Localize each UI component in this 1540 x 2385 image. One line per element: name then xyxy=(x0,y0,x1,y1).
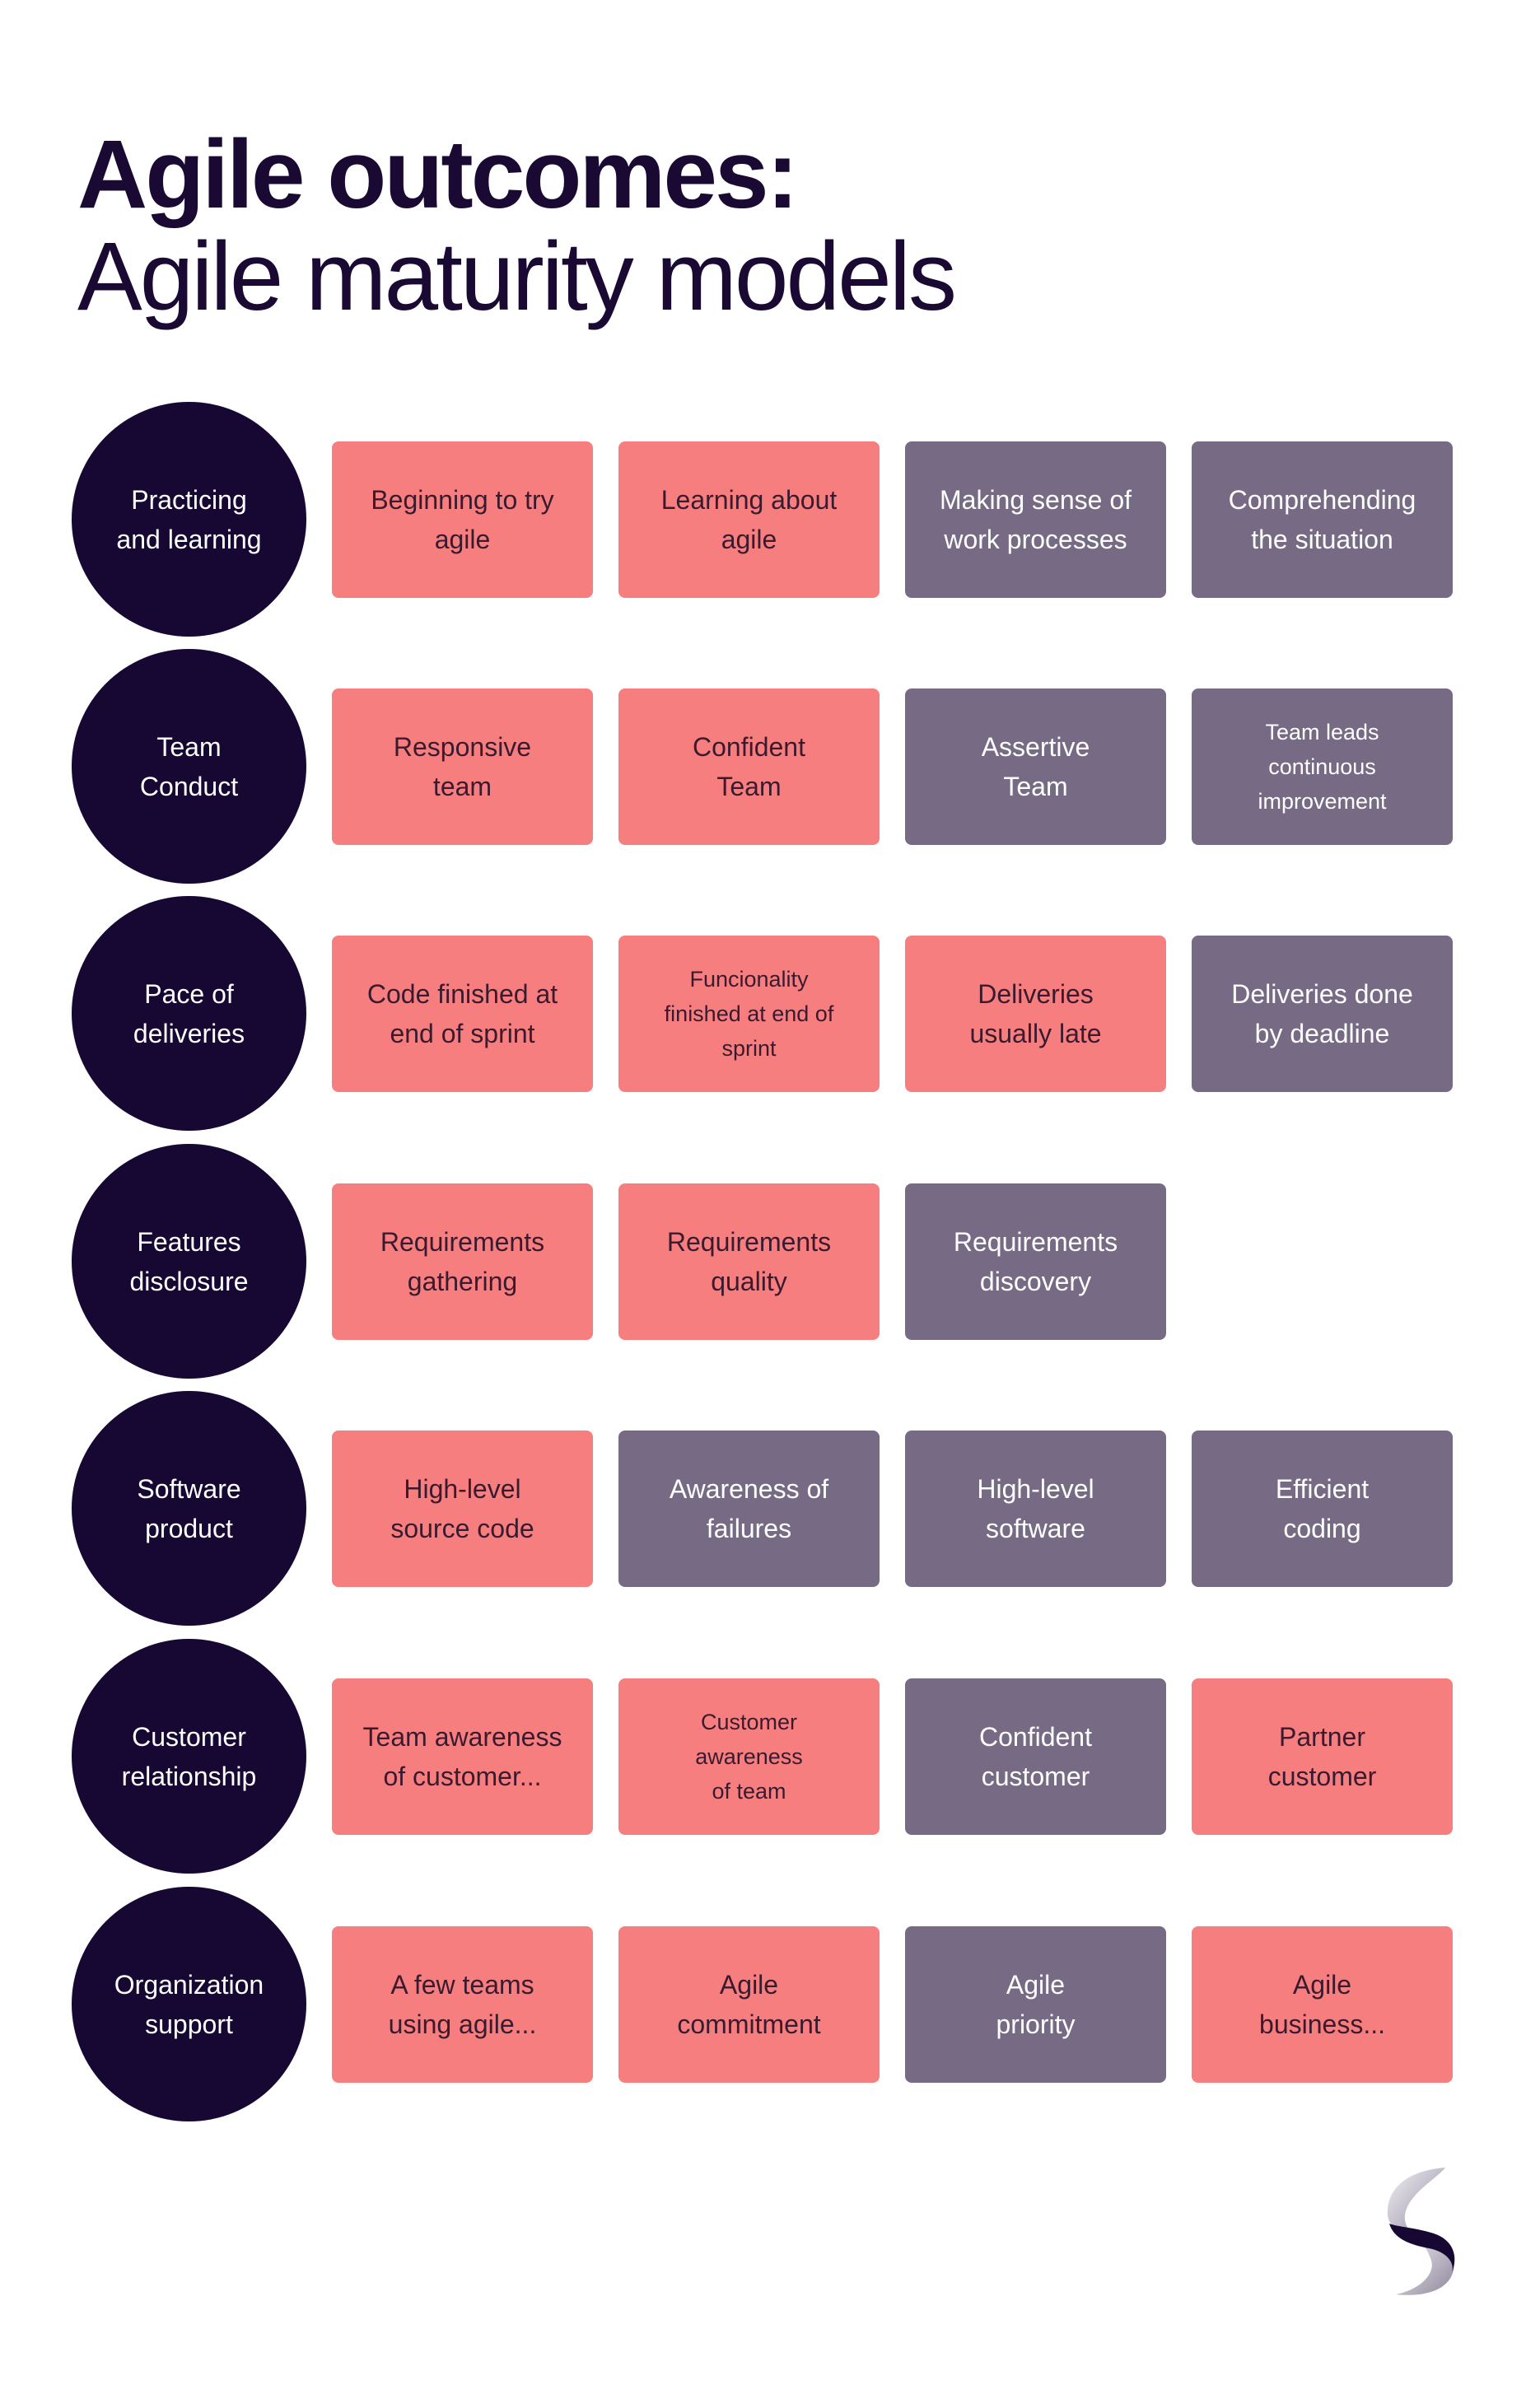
stage-card: Confident Team xyxy=(618,688,880,845)
category-circle: Organization support xyxy=(72,1887,306,2121)
stage-card: Agile priority xyxy=(905,1926,1166,2083)
stage-card: Team leads continuous improvement xyxy=(1192,688,1453,845)
category-circle: Software product xyxy=(72,1391,306,1626)
stage-card: High-level software xyxy=(905,1431,1166,1587)
stage-card: Requirements quality xyxy=(618,1183,880,1340)
stage-card: High-level source code xyxy=(332,1431,593,1587)
stage-card: Partner customer xyxy=(1192,1678,1453,1835)
page-title: Agile outcomes: Agile maturity models xyxy=(77,120,957,331)
stage-card: Customer awareness of team xyxy=(618,1678,880,1835)
stage-card: Awareness of failures xyxy=(618,1431,880,1587)
title-line-1: Agile outcomes: xyxy=(77,120,799,229)
stage-card: Learning about agile xyxy=(618,441,880,598)
category-circle: Features disclosure xyxy=(72,1144,306,1379)
stage-card: Agile commitment xyxy=(618,1926,880,2083)
category-circle: Pace of deliveries xyxy=(72,896,306,1131)
stage-card: Funcionality finished at end of sprint xyxy=(618,936,880,1092)
stage-card: Agile business... xyxy=(1192,1926,1453,2083)
stage-card: Requirements gathering xyxy=(332,1183,593,1340)
stage-card: Efficient coding xyxy=(1192,1431,1453,1587)
stage-card: Code finished at end of sprint xyxy=(332,936,593,1092)
stage-card: Deliveries done by deadline xyxy=(1192,936,1453,1092)
stage-card: Responsive team xyxy=(332,688,593,845)
category-circle: Team Conduct xyxy=(72,649,306,884)
stage-card: Requirements discovery xyxy=(905,1183,1166,1340)
category-circle: Practicing and learning xyxy=(72,402,306,637)
stage-card: A few teams using agile... xyxy=(332,1926,593,2083)
category-circle: Customer relationship xyxy=(72,1639,306,1874)
brand-logo-icon xyxy=(1387,2168,1455,2295)
title-line-2: Agile maturity models xyxy=(77,222,957,331)
stage-card: Assertive Team xyxy=(905,688,1166,845)
stage-card: Deliveries usually late xyxy=(905,936,1166,1092)
stage-card: Beginning to try agile xyxy=(332,441,593,598)
stage-card: Making sense of work processes xyxy=(905,441,1166,598)
stage-card: Team awareness of customer... xyxy=(332,1678,593,1835)
stage-card: Comprehending the situation xyxy=(1192,441,1453,598)
stage-card: Confident customer xyxy=(905,1678,1166,1835)
